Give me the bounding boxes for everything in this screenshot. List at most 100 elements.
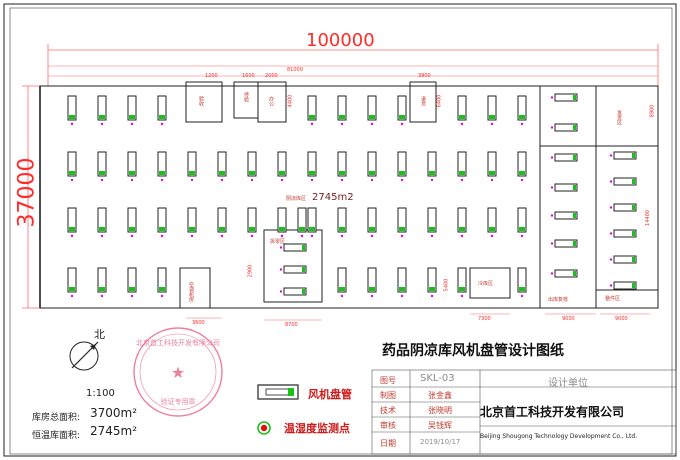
fan-coil-unit	[97, 151, 107, 182]
fan-coil-unit	[609, 151, 637, 160]
overall-width-dim: 100000	[306, 30, 375, 51]
top-dimension	[47, 44, 659, 86]
fan-coil-unit	[609, 177, 637, 186]
north-label: 北	[94, 328, 105, 341]
fan-coil-unit	[550, 123, 578, 132]
room-label: 拆零区	[270, 239, 286, 245]
tb-tech-value: 张晓明	[428, 406, 452, 415]
dim-label: 8900	[649, 104, 656, 118]
fan-coil-unit	[517, 151, 527, 182]
fan-coil-unit	[550, 93, 578, 102]
fan-coil-unit	[367, 151, 377, 182]
fan-coil-unit	[127, 95, 137, 126]
svg-text:★: ★	[171, 363, 185, 382]
dim-label: 2000	[265, 73, 278, 79]
company-name-cn: 北京首工科技开发有限公司	[480, 405, 625, 419]
fan-coil-unit	[517, 95, 527, 126]
fan-coil-unit	[337, 151, 347, 182]
fan-coil-unit	[157, 95, 167, 126]
fcu-grid	[67, 93, 637, 298]
fan-coil-unit	[157, 207, 167, 238]
fan-coil-unit	[427, 151, 437, 182]
company-name-en: Beijing Shougong Technology Development …	[480, 433, 638, 440]
fan-coil-unit	[127, 267, 137, 298]
fan-coil-unit	[307, 151, 317, 182]
svg-text:验证专用章: 验证专用章	[161, 397, 196, 406]
fan-coil-unit	[337, 95, 347, 126]
fan-coil-unit	[279, 243, 307, 252]
fan-coil-unit	[550, 183, 578, 192]
fan-coil-unit	[67, 267, 77, 298]
fan-coil-unit	[550, 269, 578, 278]
fan-coil-unit	[97, 207, 107, 238]
sheet-border	[3, 3, 677, 457]
const-area-label: 恒温库面积:	[32, 431, 81, 441]
fan-coil-unit	[277, 151, 287, 182]
fan-coil-unit	[337, 207, 347, 238]
room-label: 验收	[198, 96, 204, 106]
fan-coil-unit	[279, 265, 307, 274]
tb-unit-header: 设计单位	[548, 378, 588, 389]
room-label: 待验	[243, 92, 249, 102]
fan-coil-unit	[97, 267, 107, 298]
fan-coil-unit	[457, 207, 467, 238]
sheet-inner-border	[9, 7, 673, 455]
fan-coil-unit	[127, 207, 137, 238]
fan-coil-unit	[487, 207, 497, 238]
fan-coil-unit	[367, 207, 377, 238]
fan-coil-unit	[457, 151, 467, 182]
fan-coil-unit	[609, 255, 637, 264]
tb-review-value: 吴钱辉	[428, 421, 452, 430]
fan-coil-unit	[457, 95, 467, 126]
dim-label: 3600	[192, 320, 205, 326]
building-walls	[39, 81, 659, 309]
room-label: 空调机房	[188, 282, 194, 302]
tb-drafter-label: 制图	[380, 391, 396, 400]
drawing-title: 药品阴凉库风机盘管设计图纸	[382, 343, 564, 359]
dim-label: 8700	[285, 322, 298, 328]
fan-coil-unit	[487, 95, 497, 126]
dim-label: 3900	[418, 73, 431, 79]
fan-coil-unit	[367, 267, 377, 298]
fan-coil-unit	[367, 95, 377, 126]
tb-review-label: 审核	[380, 421, 396, 430]
fan-coil-unit	[307, 95, 317, 126]
tb-drafter-value: 张金鑫	[428, 391, 452, 400]
fan-coil-unit	[157, 267, 167, 298]
dim-label: 4400	[287, 94, 294, 108]
fan-coil-unit	[157, 151, 167, 182]
fan-coil-unit	[187, 151, 197, 182]
room-label: 退货	[420, 96, 426, 106]
fan-coil-unit	[609, 281, 637, 290]
fan-coil-unit	[67, 151, 77, 182]
total-area-value: 3700m²	[90, 406, 138, 420]
fan-coil-unit	[550, 211, 578, 220]
dim-label: 9000	[562, 316, 575, 322]
tb-date-label: 日期	[380, 439, 396, 448]
dim-label: 6400	[436, 94, 443, 108]
fan-coil-unit	[337, 267, 347, 298]
area-label: 2745m2	[312, 192, 354, 203]
total-area-label: 库房总面积:	[32, 413, 81, 423]
dim-label: 7300	[478, 316, 491, 322]
title-block-frame	[371, 369, 677, 455]
tb-tech-label: 技术	[380, 406, 396, 415]
fan-coil-unit	[97, 95, 107, 126]
legend-sensor-symbol	[257, 421, 271, 435]
svg-text:北京首工科技开发有限公司: 北京首工科技开发有限公司	[136, 338, 220, 347]
fan-coil-unit	[187, 207, 197, 238]
legend-fcu-label: 风机盘管	[308, 388, 352, 401]
fan-coil-unit	[457, 267, 467, 298]
company-seal-stamp: ★ 北京首工科技开发有限公司 验证专用章	[133, 327, 223, 417]
fan-coil-unit	[397, 95, 407, 126]
fan-coil-unit	[307, 207, 317, 238]
fan-coil-unit	[609, 203, 637, 212]
fan-coil-unit	[217, 151, 227, 182]
fan-coil-unit	[427, 207, 437, 238]
scale-label: 1:100	[86, 388, 115, 399]
room-label: 发货区	[616, 110, 622, 125]
fan-coil-unit	[550, 239, 578, 248]
room-label: 阴凉库区	[286, 196, 307, 202]
fan-coil-unit	[397, 207, 407, 238]
